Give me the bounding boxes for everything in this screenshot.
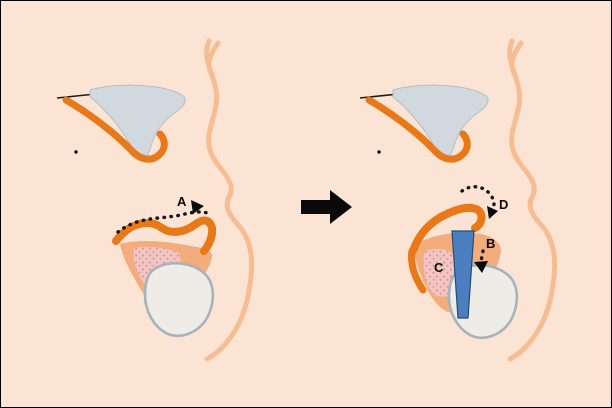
membrane-left-edge [408, 247, 427, 294]
label-d-arrowhead-icon [487, 206, 498, 219]
facial-profile-line [510, 41, 555, 359]
label-c: C [434, 260, 444, 275]
panel-before: A [57, 41, 252, 359]
graft-stipple-texture [423, 248, 454, 297]
facial-profile-line [207, 41, 252, 359]
sinus-membrane-curve [112, 216, 217, 255]
upper-sinus-structure [57, 85, 185, 159]
transition-arrow-icon [301, 190, 352, 224]
membrane-elevation-dotted-arc [460, 185, 496, 213]
graft-direction-dotted-line [479, 249, 485, 263]
dental-implant [451, 230, 475, 319]
label-b-arrowhead-icon [474, 261, 488, 273]
label-d: D [499, 197, 508, 212]
label-a-arrowhead-icon [191, 200, 204, 214]
label-b: B [486, 236, 495, 251]
bone-canal-outline [143, 262, 215, 338]
upper-sinus-structure [360, 85, 488, 159]
panel-after: D B C [360, 41, 555, 359]
elevated-sinus-membrane-curve [409, 203, 486, 255]
label-a: A [177, 194, 187, 209]
incision-dotted-line [116, 210, 209, 234]
